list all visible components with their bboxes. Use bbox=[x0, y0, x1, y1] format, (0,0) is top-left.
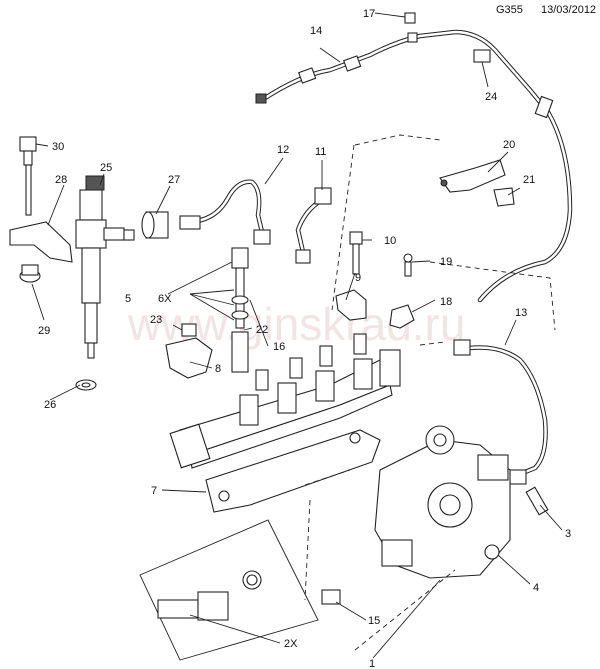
callout-30: 30 bbox=[52, 141, 64, 153]
nut-4 bbox=[484, 544, 500, 560]
callout-labels: 1 2X 3 4 5 6X 7 8 9 10 11 12 13 14 15 16… bbox=[38, 8, 571, 669]
clip-21 bbox=[493, 187, 515, 207]
clip-15 bbox=[321, 589, 341, 605]
washer-26 bbox=[75, 379, 97, 391]
hp-pipe-13 bbox=[453, 339, 548, 485]
seal-27 bbox=[141, 211, 169, 239]
callout-2x: 2X bbox=[284, 638, 298, 650]
callout-7: 7 bbox=[151, 485, 157, 497]
callout-28: 28 bbox=[55, 174, 67, 186]
callout-1: 1 bbox=[369, 658, 375, 669]
callout-10: 10 bbox=[384, 235, 396, 247]
return-line-14 bbox=[255, 12, 573, 303]
callout-9: 9 bbox=[355, 272, 361, 284]
clamp-28 bbox=[9, 221, 73, 263]
fuel-pump bbox=[321, 425, 549, 605]
clip-17 bbox=[404, 12, 416, 24]
callout-19: 19 bbox=[440, 256, 452, 268]
injector-25 bbox=[75, 175, 135, 359]
valve-inset bbox=[139, 519, 319, 661]
diagram-date: 13/03/2012 bbox=[541, 4, 597, 16]
stud-10 bbox=[349, 231, 363, 275]
callout-23: 23 bbox=[150, 314, 162, 326]
callout-4: 4 bbox=[533, 582, 539, 594]
callout-6x: 6X bbox=[158, 293, 172, 305]
callout-14: 14 bbox=[310, 25, 322, 37]
diagram-code: G355 bbox=[496, 4, 523, 16]
callout-18: 18 bbox=[440, 296, 452, 308]
injector-pipe-11 bbox=[295, 187, 332, 264]
callout-20: 20 bbox=[503, 139, 515, 151]
callout-22: 22 bbox=[256, 324, 268, 336]
callout-16: 16 bbox=[273, 341, 285, 353]
bolt-30 bbox=[19, 136, 37, 216]
sensor-19 bbox=[403, 253, 413, 277]
rail-bracket-7 bbox=[205, 429, 381, 513]
injector-pipe-12 bbox=[179, 179, 271, 245]
callout-26: 26 bbox=[44, 399, 56, 411]
washer-29 bbox=[19, 264, 41, 283]
fuel-rail-16 bbox=[169, 333, 401, 469]
callout-25: 25 bbox=[100, 162, 112, 174]
bolt-5 bbox=[231, 247, 249, 373]
nut-23 bbox=[181, 323, 197, 337]
callout-5: 5 bbox=[125, 293, 131, 305]
callout-29: 29 bbox=[38, 325, 50, 337]
callout-13: 13 bbox=[515, 307, 527, 319]
leader-lines bbox=[31, 12, 563, 659]
bracket-20 bbox=[439, 159, 515, 207]
callout-12: 12 bbox=[277, 144, 289, 156]
callout-24: 24 bbox=[485, 91, 497, 103]
spacer-22 bbox=[231, 331, 249, 373]
callout-8: 8 bbox=[215, 363, 221, 375]
callout-21: 21 bbox=[523, 174, 535, 186]
bracket-8 bbox=[165, 337, 213, 379]
bracket-9 bbox=[335, 289, 367, 321]
callout-11: 11 bbox=[315, 146, 326, 158]
callout-27: 27 bbox=[168, 174, 180, 186]
clip-18 bbox=[389, 304, 415, 329]
clip-24 bbox=[473, 49, 491, 63]
assembly-outline bbox=[304, 134, 556, 651]
callout-17: 17 bbox=[363, 8, 375, 20]
callout-15: 15 bbox=[368, 615, 380, 627]
callout-3: 3 bbox=[565, 528, 571, 540]
